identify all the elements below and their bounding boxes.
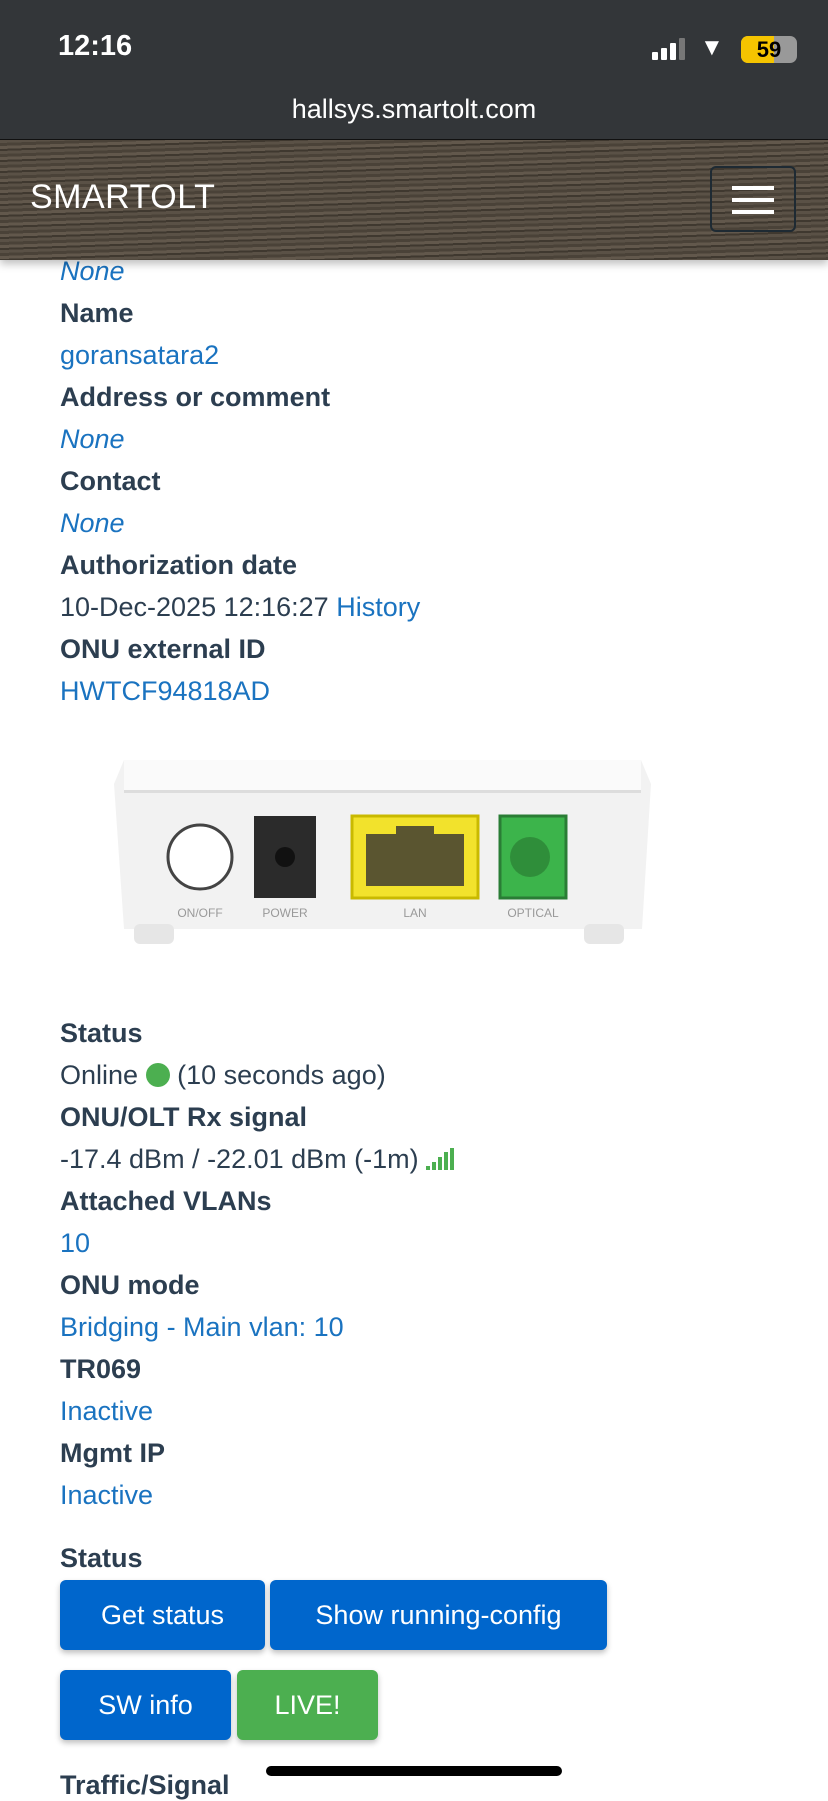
- contact-label: Contact: [60, 466, 161, 496]
- traffic-signal-heading: Traffic/Signal: [60, 1770, 230, 1800]
- brand-logo[interactable]: SMARTOLT: [30, 178, 216, 216]
- history-link[interactable]: History: [336, 592, 421, 622]
- tr069-link[interactable]: Inactive: [60, 1396, 154, 1426]
- signal-strength-icon: [426, 1148, 455, 1170]
- battery-icon: 59: [741, 36, 797, 63]
- authorization-date-row: 10-Dec-2025 12:16:27 History: [60, 586, 800, 628]
- vlans-label: Attached VLANs: [60, 1186, 272, 1216]
- onu-device-image: ON/OFF POWER LAN OPTICAL: [114, 760, 651, 944]
- show-running-config-button[interactable]: Show running-config: [270, 1580, 607, 1650]
- home-indicator[interactable]: [266, 1766, 562, 1776]
- live-button[interactable]: LIVE!: [237, 1670, 378, 1740]
- status-label: Status: [60, 1018, 143, 1048]
- port-label: POWER: [262, 906, 308, 920]
- port-label: OPTICAL: [507, 906, 559, 920]
- wifi-icon: ▼: [700, 34, 724, 61]
- external-id-link[interactable]: HWTCF94818AD: [60, 676, 271, 706]
- signal-label: ONU/OLT Rx signal: [60, 1102, 308, 1132]
- status-details: Status Online (10 seconds ago) ONU/OLT R…: [60, 1012, 800, 1516]
- signal-row: -17.4 dBm / -22.01 dBm (-1m): [60, 1138, 800, 1180]
- contact-value[interactable]: None: [60, 508, 125, 538]
- address-bar[interactable]: hallsys.smartolt.com: [291, 94, 537, 124]
- port-label: ON/OFF: [177, 906, 222, 920]
- mgmt-ip-label: Mgmt IP: [60, 1438, 165, 1468]
- clock: 12:16: [58, 30, 133, 62]
- get-status-button[interactable]: Get status: [60, 1580, 265, 1650]
- hamburger-icon: [732, 186, 774, 190]
- onu-mode-link[interactable]: Bridging - Main vlan: 10: [60, 1312, 344, 1342]
- navbar: SMARTOLT: [0, 140, 828, 260]
- name-value-link[interactable]: goransatara2: [60, 340, 220, 370]
- ios-status-bar: 12:16 ▼ 59 hallsys.smartolt.com: [0, 0, 828, 140]
- name-label: Name: [60, 298, 134, 328]
- vlans-value-link[interactable]: 10: [60, 1228, 91, 1258]
- status-value: Online: [60, 1060, 139, 1090]
- onu-mode-label: ONU mode: [60, 1270, 200, 1300]
- authorization-date-value: 10-Dec-2025 12:16:27: [60, 592, 329, 622]
- address-label: Address or comment: [60, 382, 331, 412]
- power-button-icon: [166, 823, 234, 891]
- address-value[interactable]: None: [60, 424, 125, 454]
- cellular-signal-icon: [652, 38, 685, 60]
- tr069-label: TR069: [60, 1354, 142, 1384]
- previous-field-value: None: [60, 256, 125, 286]
- port-label: LAN: [403, 906, 426, 920]
- mgmt-ip-link[interactable]: Inactive: [60, 1480, 154, 1510]
- status-ago: (10 seconds ago): [177, 1060, 386, 1090]
- globe-icon: [145, 1063, 170, 1087]
- authorization-date-label: Authorization date: [60, 550, 297, 580]
- sw-info-button[interactable]: SW info: [60, 1670, 231, 1740]
- onu-details: None Name goransatara2 Address or commen…: [60, 250, 800, 712]
- external-id-label: ONU external ID: [60, 634, 266, 664]
- status-value-row: Online (10 seconds ago): [60, 1054, 800, 1096]
- signal-value: -17.4 dBm / -22.01 dBm (-1m): [60, 1144, 419, 1174]
- hamburger-menu-button[interactable]: [710, 166, 796, 232]
- actions-section-label: Status: [60, 1543, 143, 1573]
